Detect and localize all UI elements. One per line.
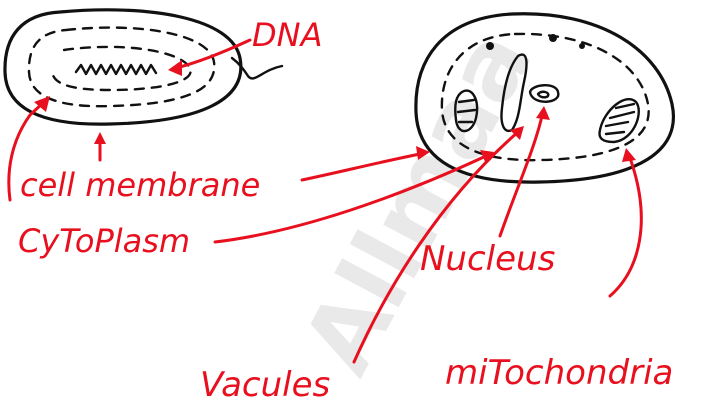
- prokaryote-inner-dashed-line: [52, 47, 191, 90]
- arrowhead: [536, 106, 550, 120]
- organelle-dot: [549, 34, 557, 42]
- organelle-dot: [486, 42, 494, 50]
- mitochondria-label: miTochondria: [445, 353, 673, 393]
- dna-squiggle: [76, 65, 156, 74]
- arrowhead: [622, 148, 636, 162]
- arrowhead: [94, 132, 106, 144]
- cytoplasm-label: CyToPlasm: [18, 222, 190, 260]
- mitochondria-arrow: [610, 158, 641, 296]
- cell-membrane-label: cell membrane: [20, 166, 260, 204]
- vacules-label: Vacules: [200, 365, 330, 405]
- dna-label: DNA: [252, 16, 322, 54]
- dna-arrowhead: [168, 60, 182, 76]
- organelle-dot: [579, 43, 585, 49]
- nucleus-label: Nucleus: [420, 239, 555, 279]
- mitochondrion-right: [600, 99, 639, 142]
